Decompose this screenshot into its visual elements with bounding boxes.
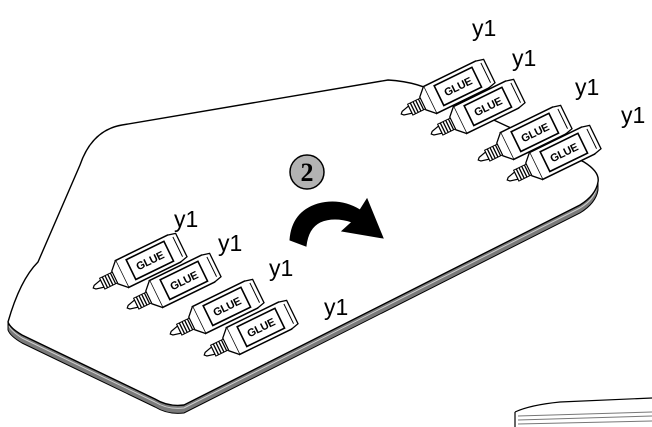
- part-labels: y1 y1 y1 y1 y1 y1 y1 y1: [174, 15, 645, 320]
- step-badge: 2: [289, 154, 325, 190]
- step-number: 2: [301, 158, 314, 187]
- part-label: y1: [324, 294, 348, 320]
- glue-tube-icon: GLUE: [119, 250, 223, 323]
- glue-tube-icon: GLUE: [393, 56, 497, 129]
- glue-tubes-left: GLUE GLUE GLUE GLUE: [85, 230, 300, 370]
- glue-tubes-right: GLUE GLUE GLUE GLUE: [393, 56, 603, 195]
- glue-tube-icon: GLUE: [85, 230, 189, 303]
- part-label: y1: [512, 45, 536, 71]
- glue-tube-icon: GLUE: [162, 276, 266, 349]
- part-label: y1: [269, 255, 293, 281]
- board-edge-lines: [8, 185, 598, 409]
- glue-tube-icon: GLUE: [470, 102, 574, 175]
- part-label: y1: [472, 15, 496, 41]
- second-board-corner: [514, 397, 652, 427]
- glue-tube-icon: GLUE: [499, 122, 603, 195]
- part-label: y1: [218, 230, 242, 256]
- part-label: y1: [621, 102, 645, 128]
- glue-tube-icon: GLUE: [423, 76, 527, 149]
- curved-arrow-right-icon: [289, 197, 384, 247]
- part-label: y1: [575, 74, 599, 100]
- glue-tube-icon: GLUE: [196, 297, 300, 370]
- part-label: y1: [174, 206, 198, 232]
